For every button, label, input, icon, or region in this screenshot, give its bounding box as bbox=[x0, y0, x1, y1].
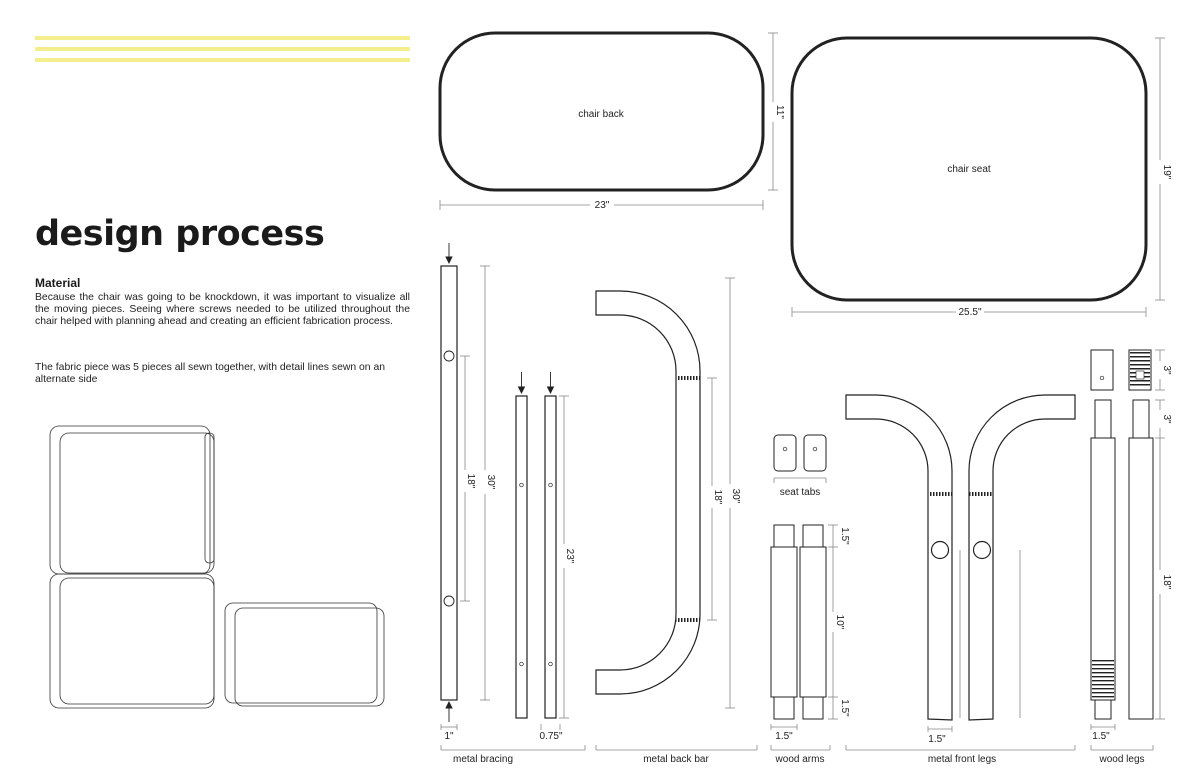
metal-back-bar-part: 18" 30" metal back bar bbox=[595, 277, 758, 765]
metal-bracing-part: 30" 18" 23" 1" 0.75" metal bracing bbox=[440, 243, 586, 765]
wood-legs-width-dim: 1.5" bbox=[1092, 731, 1110, 742]
metal-front-legs-caption: metal front legs bbox=[928, 754, 996, 765]
wood-arms-width-dim: 1.5" bbox=[775, 731, 793, 742]
chair-back-height-dim: 11" bbox=[774, 105, 785, 119]
wood-legs-long-dim: 18" bbox=[1161, 575, 1172, 590]
wood-legs-cap-dim: 3" bbox=[1161, 365, 1172, 375]
section-heading: Material bbox=[35, 276, 81, 290]
wood-arms-caption: wood arms bbox=[775, 754, 825, 765]
wood-legs-caption: wood legs bbox=[1098, 754, 1144, 765]
chair-seat-label: chair seat bbox=[947, 164, 991, 175]
metal-back-bar-inner-dim: 18" bbox=[712, 490, 723, 505]
accent-stripe-1 bbox=[35, 36, 410, 40]
chair-back-part: chair back 23" 11" bbox=[438, 31, 785, 211]
seat-tabs-part: seat tabs bbox=[773, 434, 827, 498]
metal-bracing-thin-dim: 23" bbox=[564, 549, 575, 564]
metal-bracing-hole-dim: 18" bbox=[465, 474, 476, 489]
metal-bracing-long-dim: 30" bbox=[485, 475, 496, 490]
wood-arms-bottom-dim: 1.5" bbox=[839, 699, 850, 717]
paragraph-material: Because the chair was going to be knockd… bbox=[35, 292, 410, 328]
wood-arms-part bbox=[770, 524, 827, 720]
chair-seat-part: chair seat 25.5" 19" bbox=[790, 36, 1172, 318]
wood-legs-top-dim: 3" bbox=[1161, 414, 1172, 424]
chair-seat-height-dim: 19" bbox=[1161, 165, 1172, 180]
accent-stripe-2 bbox=[35, 47, 410, 51]
seat-tabs-caption: seat tabs bbox=[780, 487, 821, 498]
metal-front-legs-width-dim: 1.5" bbox=[928, 734, 946, 745]
wood-arms-top-dim: 1.5" bbox=[839, 527, 850, 545]
metal-back-bar-outer-dim: 30" bbox=[730, 489, 741, 504]
wood-arms-mid-dim: 10" bbox=[834, 615, 845, 630]
chair-back-width-dim: 23" bbox=[595, 200, 610, 211]
page-title: design process bbox=[35, 214, 325, 254]
chair-back-label: chair back bbox=[578, 109, 625, 120]
fabric-pieces-illustration bbox=[49, 425, 385, 709]
metal-bracing-thin-width-dim: 0.75" bbox=[539, 731, 562, 742]
accent-stripe-3 bbox=[35, 58, 410, 62]
metal-bracing-caption: metal bracing bbox=[453, 754, 513, 765]
metal-front-legs-part bbox=[845, 394, 1076, 721]
chair-seat-width-dim: 25.5" bbox=[958, 307, 981, 318]
paragraph-fabric: The fabric piece was 5 pieces all sewn t… bbox=[35, 362, 386, 386]
wood-legs-part: 3" 3" 18" 1.5" wood legs bbox=[1090, 349, 1172, 765]
metal-back-bar-caption: metal back bar bbox=[643, 754, 709, 765]
metal-bracing-width-dim: 1" bbox=[444, 731, 454, 742]
